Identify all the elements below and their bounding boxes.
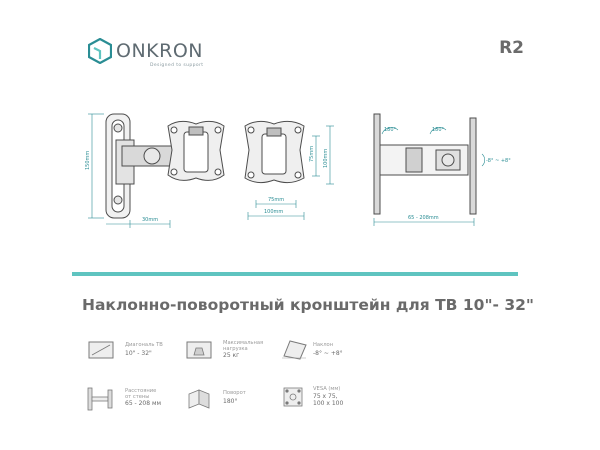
spec-swivel-label: Поворот [223,390,246,396]
spec-distance-label-1: Расстояние [125,388,157,394]
dim-extension: 65 - 208mm [408,215,439,221]
product-title: Наклонно-поворотный кронштейн для ТВ 10"… [82,296,534,314]
vesa-plate-front-right [244,120,305,184]
spec-tilt-value: -8° ~ +8° [313,350,343,357]
brand-name: ONKRON [116,40,203,62]
spec-distance-label-2: от стены [125,394,150,400]
vesa-pattern-icon [283,387,303,407]
spec-load-label-1: Максимальная [223,340,264,346]
spec-diagonal-label: Диагональ ТВ [125,342,163,348]
spec-vesa-value-1: 75 x 75, [313,393,338,400]
dim-swivel-right: 180° [432,127,445,133]
accent-divider [72,272,518,276]
dim-vesa-outer-w: 100mm [264,209,283,215]
dim-tilt: -8° ~ +8° [486,158,511,164]
tv-diagonal-icon [88,341,114,359]
weight-icon [186,341,212,359]
spec-tilt-label: Наклон [313,342,334,348]
spec-diagonal-value: 10" - 32" [125,350,152,357]
dim-swivel-left: 180° [384,127,397,133]
dim-wall-height: 150mm [85,151,91,170]
spec-load-label-2: нагрузка [223,346,248,352]
model-label: R2 [499,38,524,58]
brand-logo: ONKRON Designed to support [88,38,228,74]
spec-vesa-value-2: 100 x 100 [313,400,344,407]
dim-vesa-inner-w: 75mm [268,197,284,203]
spec-vesa-label: VESA (мм) [313,386,341,392]
vesa-plate-front-left [167,120,225,181]
onkron-cube-icon [88,38,112,64]
wall-plate-drawing [105,113,173,219]
brand-tagline: Designed to support [150,63,204,68]
tilt-icon [282,340,307,360]
technical-drawing: 150mm 30mm 75mm 100mm 75mm 100mm 180° 18… [85,113,511,228]
dim-vesa-inner-h: 75mm [309,146,315,162]
spec-swivel-value: 180° [223,398,238,405]
wall-distance-icon [87,387,113,411]
spec-distance-value: 65 - 208 мм [125,400,162,407]
spec-load-value: 25 кг [223,352,240,359]
dim-vesa-outer-h: 100mm [323,149,329,168]
dim-wall-width: 30mm [142,217,158,223]
swivel-icon [188,389,210,409]
top-view-drawing [373,113,477,215]
